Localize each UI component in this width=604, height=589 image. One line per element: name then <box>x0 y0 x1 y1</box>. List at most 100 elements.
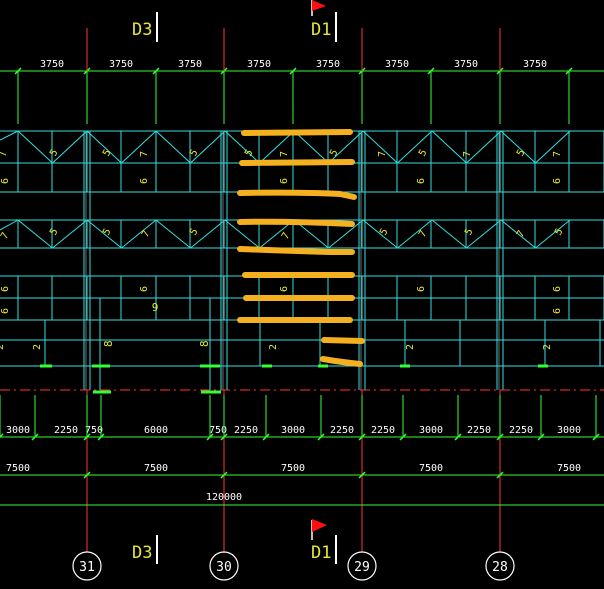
highlight-stroke <box>239 159 355 166</box>
truss-diagonal <box>328 130 364 164</box>
truss-diagonal <box>0 130 19 141</box>
member-label: 7 <box>140 229 153 240</box>
bottom-dim-label: 7500 <box>6 463 30 474</box>
highlight-stroke <box>320 356 363 367</box>
truss-diagonal <box>121 219 157 249</box>
member-label: 7 <box>417 229 430 240</box>
top-dim-label: 3750 <box>385 59 409 70</box>
bottom-dim-label: 3000 <box>6 425 30 436</box>
truss-diagonal <box>466 130 502 164</box>
axis-bubbles: 31 30 29 28 <box>72 551 515 581</box>
axis-bubble[interactable] <box>209 551 239 581</box>
top-dimension-chain: 3750 3750 3750 3750 3750 3750 3750 3750 <box>0 59 604 124</box>
top-dim-label: 3750 <box>178 59 202 70</box>
truss-diagonal <box>17 130 53 164</box>
member-label: 6 <box>139 286 150 292</box>
bottom-dim-label: 2250 <box>467 425 491 436</box>
member-label: 5 <box>515 148 528 159</box>
truss-diagonal <box>500 130 536 164</box>
truss-diagonal <box>500 219 536 249</box>
member-label: 7 <box>552 151 563 157</box>
bottom-dim-label: 3000 <box>281 425 305 436</box>
bottom-dim-label: 2250 <box>509 425 533 436</box>
member-label: 5 <box>417 148 430 159</box>
member-label: 5 <box>48 148 61 159</box>
section-mark-left-top: D3 <box>132 20 152 40</box>
section-mark-right-top: D1 <box>311 20 331 40</box>
member-label: 2 <box>405 344 416 350</box>
dimension-tick <box>83 471 91 479</box>
truss-diagonal <box>362 130 398 164</box>
highlight-stroke <box>237 246 355 255</box>
bottom-dim-label: 2250 <box>371 425 395 436</box>
highlight-strokes <box>237 129 365 367</box>
dimension-tick <box>358 471 366 479</box>
bottom-dim-label: 7500 <box>419 463 443 474</box>
highlight-stroke <box>321 337 365 344</box>
section-mark-right-bottom: D1 <box>311 543 331 563</box>
bottom-dim-label: 2250 <box>54 425 78 436</box>
bottom-dim-label: 7500 <box>557 463 581 474</box>
member-label: 8 <box>198 340 211 347</box>
dimension-tick <box>496 433 504 441</box>
member-label: 5 <box>101 227 114 238</box>
dimension-tick <box>152 67 160 75</box>
truss-diagonal <box>155 219 191 249</box>
truss-diagonal <box>293 130 329 164</box>
dimension-tick <box>289 67 297 75</box>
flag-icon <box>311 0 326 16</box>
axis-number: 29 <box>354 560 370 575</box>
highlight-stroke <box>241 129 353 136</box>
dimension-tick <box>317 433 325 441</box>
member-label: 5 <box>188 227 201 238</box>
truss-diagonal <box>155 130 191 164</box>
bottom-dim-label: 750 <box>85 425 103 436</box>
axis-bubble[interactable] <box>72 551 102 581</box>
dimension-tick <box>262 433 270 441</box>
bottom-dim-label: 750 <box>209 425 227 436</box>
member-label: 6 <box>279 178 290 184</box>
member-label: 5 <box>48 227 61 238</box>
member-label: 6 <box>416 178 427 184</box>
member-label: 5 <box>328 148 341 159</box>
section-mark-left-bottom: D3 <box>132 543 152 563</box>
bottom-dim-label: 7500 <box>144 463 168 474</box>
member-label: 2 <box>32 344 43 350</box>
axis-number: 28 <box>492 560 508 575</box>
flag-icon <box>311 519 327 540</box>
top-dim-label: 3750 <box>523 59 547 70</box>
truss-diagonal <box>535 219 571 249</box>
axis-bubble[interactable] <box>347 551 377 581</box>
truss-diagonal <box>224 219 260 249</box>
dimension-tick <box>496 471 504 479</box>
truss-diagonal <box>328 219 364 249</box>
bottom-dim-label: 2250 <box>330 425 354 436</box>
opening-mark: 9 <box>152 301 159 314</box>
dimension-tick <box>31 433 39 441</box>
member-label: 7 <box>462 151 473 157</box>
truss-diagonal <box>190 219 226 249</box>
member-label: 7 <box>139 151 150 157</box>
dimension-tick <box>83 433 91 441</box>
truss-diagonal <box>52 130 88 164</box>
dimension-tick <box>206 433 214 441</box>
member-label: 5 <box>188 148 201 159</box>
truss-diagonal <box>86 219 122 249</box>
top-section-marks: D3 D1 <box>132 0 337 42</box>
dimension-tick <box>97 433 105 441</box>
bottom-dimension-chains: 3000 2250 750 6000 750 2250 3000 2250 22… <box>0 395 604 506</box>
axis-bubble[interactable] <box>485 551 515 581</box>
member-label: 6 <box>0 286 11 292</box>
member-label: 2 <box>542 344 553 350</box>
member-label: 6 <box>416 286 427 292</box>
member-label: 8 <box>102 340 115 347</box>
axis-number: 31 <box>79 560 95 575</box>
truss-diagonal <box>397 219 433 249</box>
truss-diagonal <box>431 219 467 249</box>
truss-diagonal <box>0 219 19 231</box>
member-label: 6 <box>0 178 11 184</box>
total-dimension-label: 120000 <box>206 492 242 503</box>
truss-diagonal <box>52 219 88 249</box>
